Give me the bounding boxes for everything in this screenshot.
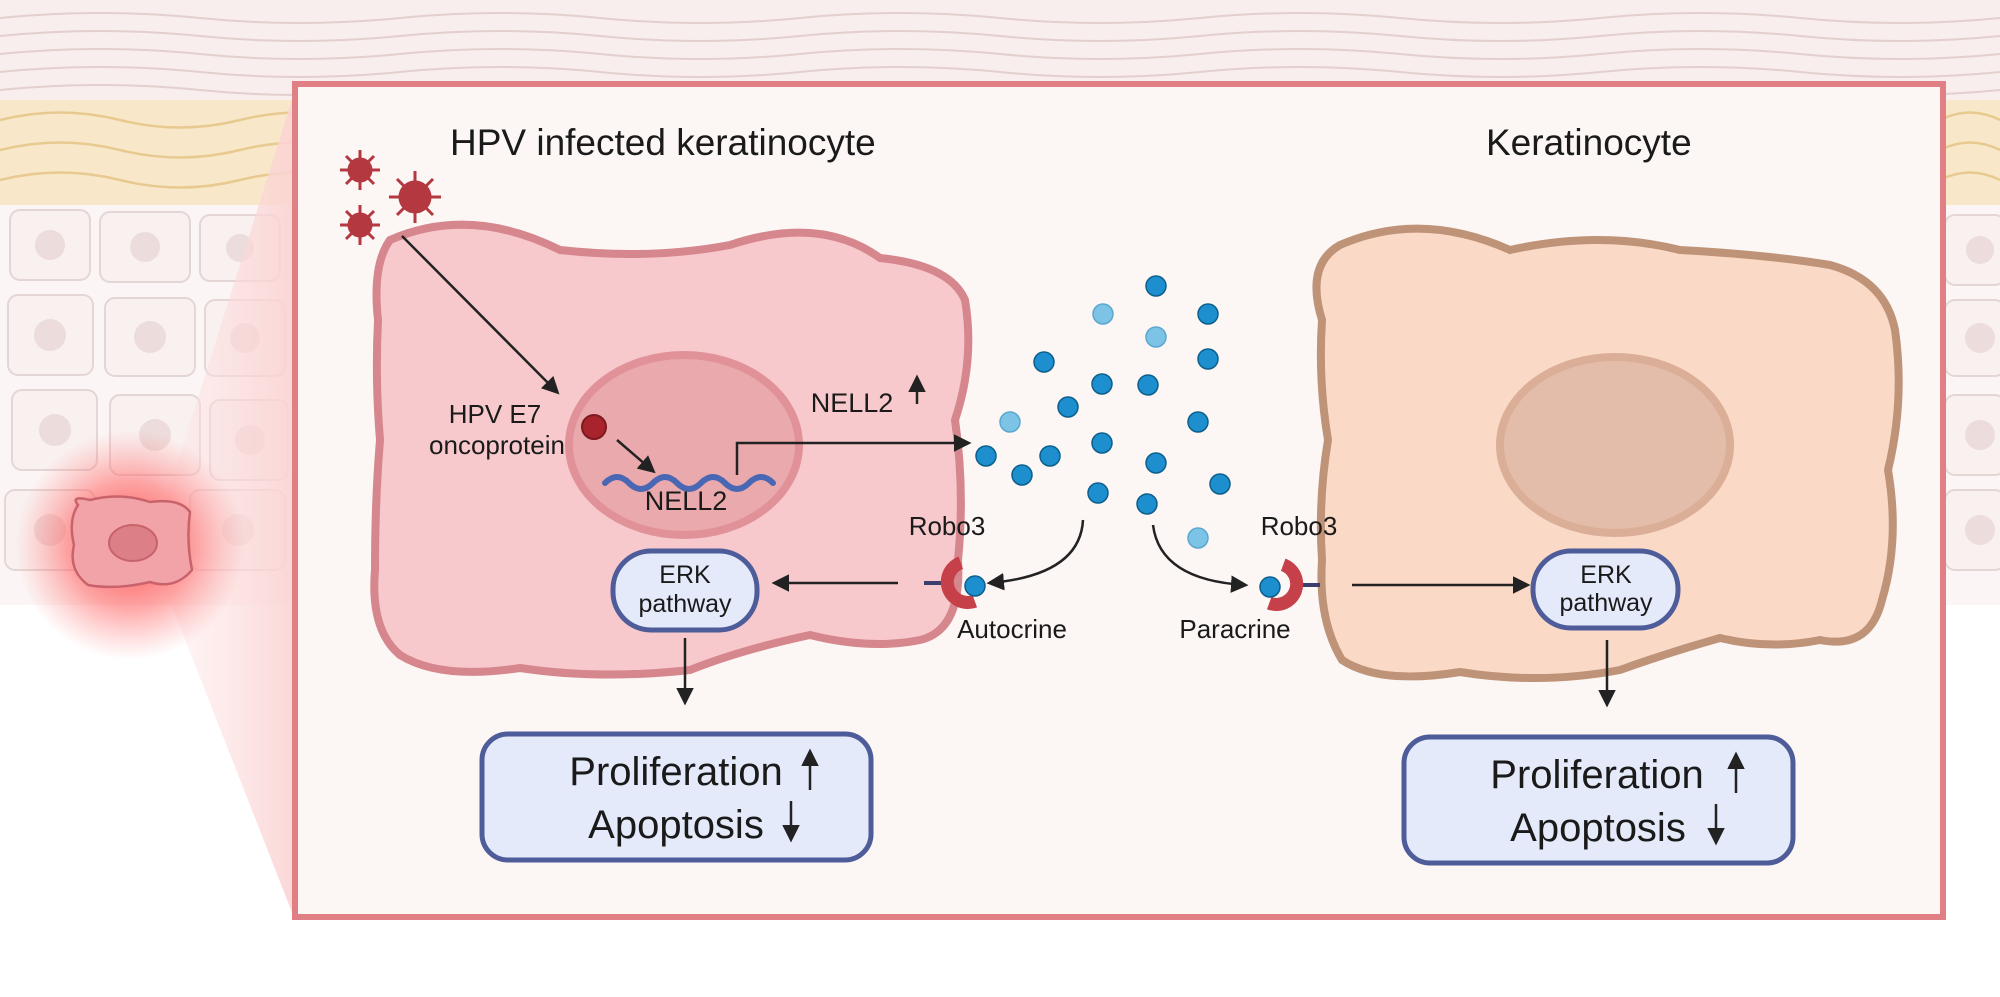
e7-label-line1: HPV E7 <box>449 399 542 429</box>
nell2-protein-icon <box>1187 411 1209 433</box>
nell2-protein-icon <box>975 445 997 467</box>
robo3-left-label: Robo3 <box>909 511 986 541</box>
stratum-corneum-lines <box>0 12 2000 96</box>
virus-icon <box>340 150 380 190</box>
robo3-receptor-icon <box>1266 558 1304 611</box>
outcome-right-apoptosis: Apoptosis <box>1510 806 1686 850</box>
outcome-left-apoptosis: Apoptosis <box>588 803 764 847</box>
nell2-protein-icon <box>1137 374 1159 396</box>
bound-nell2-icon <box>1259 576 1281 598</box>
erk-left-line1: ERK <box>659 561 711 589</box>
erk-pathway-left-box <box>610 548 760 633</box>
nell2-secretion-arrow <box>735 434 972 475</box>
nell2-dna-strand <box>602 474 776 492</box>
bound-nell2-icon <box>964 575 986 597</box>
nell2-protein-icon <box>1145 452 1167 474</box>
infected-keratinocyte <box>370 220 973 679</box>
autocrine-label: Autocrine <box>957 614 1067 644</box>
virus-to-nucleus-arrow <box>401 235 560 395</box>
nell2-protein-icon <box>1209 473 1231 495</box>
robo3-receptor-left <box>924 556 986 609</box>
nell2-protein-icon <box>999 411 1021 433</box>
robo3-receptor-right <box>1259 558 1320 611</box>
nell2-protein-icon <box>1011 464 1033 486</box>
nell2-protein-icon <box>1039 445 1061 467</box>
outcome-indicator-arrows <box>782 748 1745 846</box>
autocrine-arrow <box>986 519 1085 591</box>
mini-nucleus <box>108 524 158 562</box>
robo3-receptor-icon <box>940 556 978 609</box>
e7-to-nell2-arrow <box>616 439 656 474</box>
normal-keratinocyte <box>1312 224 1903 683</box>
paracrine-arrow <box>1151 524 1249 593</box>
secreted-nell2-proteins <box>975 275 1231 549</box>
nell2-protein-icon <box>1033 351 1055 373</box>
paracrine-label: Paracrine <box>1179 614 1290 644</box>
nell2-protein-icon <box>1145 326 1167 348</box>
nell2-protein-icon <box>1197 348 1219 370</box>
e7-oncoprotein-icon <box>581 414 607 440</box>
robo3-right-label: Robo3 <box>1261 511 1338 541</box>
virus-icon <box>389 171 441 223</box>
nell2-gene-label: NELL2 <box>645 486 728 516</box>
arrows <box>401 235 1616 708</box>
virus-icon <box>340 205 380 245</box>
outcome-right-box <box>1401 734 1796 866</box>
outcome-left-box <box>479 731 874 863</box>
erk-pathway-right-box <box>1530 548 1681 631</box>
nell2-protein-icon <box>1092 303 1114 325</box>
erk-right-line2: pathway <box>1559 589 1653 617</box>
nell2-upregulated-label: NELL2 <box>811 388 894 418</box>
nell2-protein-icon <box>1187 527 1209 549</box>
e7-label-line2: oncoprotein <box>429 430 565 460</box>
nell2-protein-icon <box>1087 482 1109 504</box>
outcome-left-proliferation: Proliferation <box>569 750 782 794</box>
erk-right-line1: ERK <box>1580 561 1632 589</box>
hpv-viruses <box>340 150 441 245</box>
nell2-protein-icon <box>1136 493 1158 515</box>
text-labels: HPV infected keratinocyte Keratinocyte H… <box>429 122 1704 850</box>
normal-nucleus <box>1496 353 1734 537</box>
nell2-protein-icon <box>1091 432 1113 454</box>
normal-cell-title: Keratinocyte <box>1486 122 1692 163</box>
nell2-protein-icon <box>1145 275 1167 297</box>
infected-cell-title: HPV infected keratinocyte <box>450 122 876 163</box>
nell2-protein-icon <box>1197 303 1219 325</box>
nell2-protein-icon <box>1057 396 1079 418</box>
nell2-protein-icon <box>1091 373 1113 395</box>
erk-left-line2: pathway <box>638 590 732 618</box>
outcome-right-proliferation: Proliferation <box>1490 753 1703 797</box>
